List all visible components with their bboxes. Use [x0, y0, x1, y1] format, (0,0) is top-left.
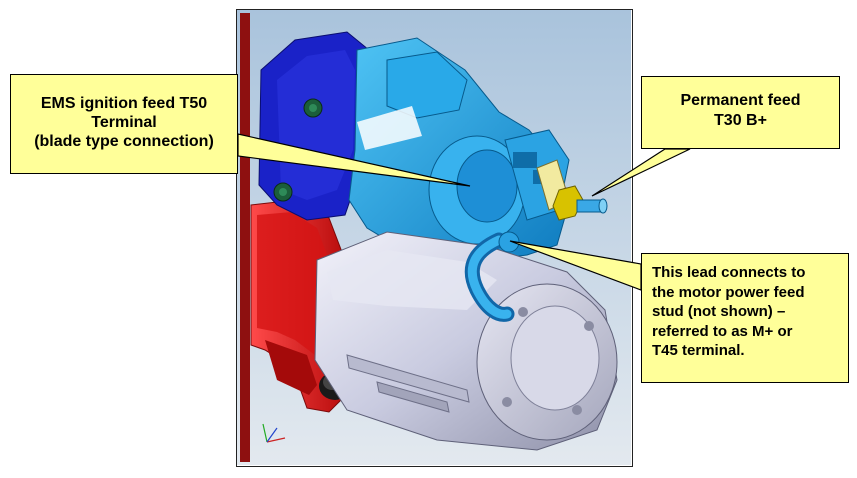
callout-line: (blade type connection): [34, 133, 214, 150]
callout-line: This lead connects to: [652, 264, 806, 281]
callout-line: referred to as M+ or: [652, 322, 793, 340]
motor-lead-callout: This lead connects to the motor power fe…: [641, 253, 849, 383]
axis-triad-icon: [262, 423, 286, 443]
callout-line: T45 terminal.: [652, 342, 745, 359]
callout-line: EMS ignition feed T50: [40, 95, 208, 112]
permanent-feed-callout: Permanent feed T30 B+: [641, 76, 840, 149]
callout-line: T30 B+: [714, 112, 767, 129]
ems-ignition-callout: EMS ignition feed T50 Terminal (blade ty…: [10, 74, 238, 174]
terminal-nut: [552, 185, 584, 221]
callout-line: the motor power feed: [652, 283, 805, 301]
starter-motor-illustration: [237, 10, 631, 465]
diagram-frame: [236, 9, 633, 467]
callout-line: Terminal: [91, 114, 157, 131]
b-plus-terminal: [536, 159, 608, 221]
callout-line: Permanent feed: [680, 92, 801, 109]
callout-line: stud (not shown) –: [652, 303, 786, 320]
scene-left-edge: [240, 13, 250, 462]
